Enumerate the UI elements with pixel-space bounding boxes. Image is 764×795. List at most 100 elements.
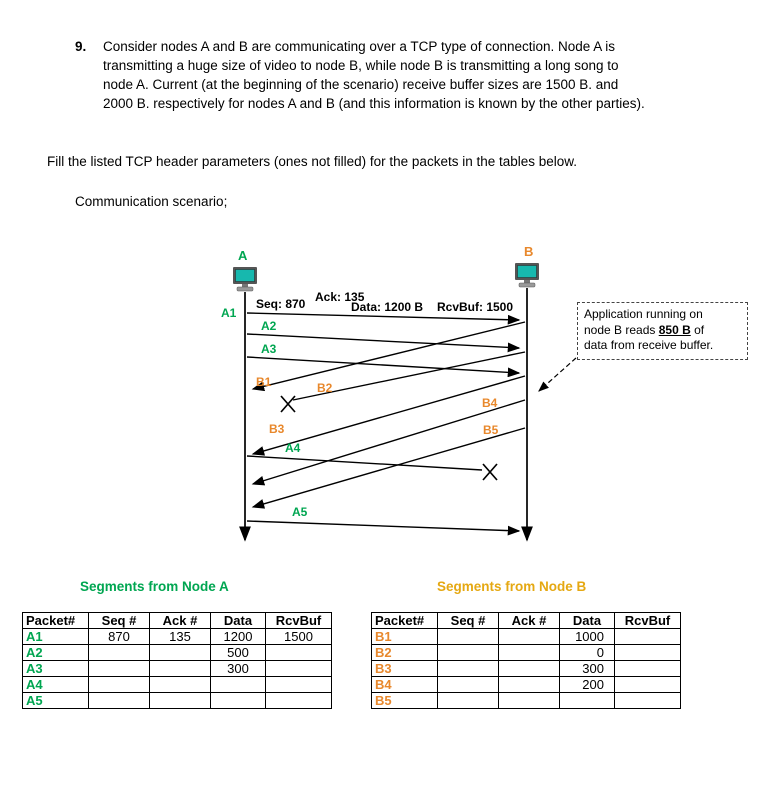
table-row: A5 <box>22 692 332 709</box>
question-number: 9. <box>75 39 87 54</box>
packet-label: B2 <box>371 644 438 661</box>
ack-cell <box>149 692 211 709</box>
header-ack: Ack # <box>498 612 560 629</box>
table-a-title: Segments from Node A <box>80 579 229 594</box>
a1-data-annotation: Data: 1200 B <box>351 300 423 314</box>
rcvbuf-cell <box>265 676 332 693</box>
packet-label: A4 <box>22 676 89 693</box>
question-text: Consider nodes A and B are communicating… <box>103 39 645 111</box>
packet-label: B1 <box>371 628 438 645</box>
data-cell: 1200 <box>210 628 266 645</box>
b4-arrow <box>251 399 526 486</box>
node-a-label: A <box>238 248 248 263</box>
data-cell: 300 <box>559 660 615 677</box>
b2-arrow-lost <box>292 351 526 401</box>
a5-arrow <box>246 520 521 536</box>
note-line2-post: of <box>690 322 705 337</box>
header-data: Data <box>559 612 615 629</box>
seq-cell <box>437 660 499 677</box>
rcvbuf-cell <box>265 660 332 677</box>
seq-cell <box>88 692 150 709</box>
data-cell: 0 <box>559 644 615 661</box>
a1-rcvbuf-annotation: RcvBuf: 1500 <box>437 300 513 314</box>
table-row: B2 0 <box>371 644 681 661</box>
seq-cell <box>437 644 499 661</box>
packet-label: A5 <box>22 692 89 709</box>
data-cell <box>210 676 266 693</box>
note-line1: Application running on <box>584 307 703 321</box>
rcvbuf-cell <box>614 692 681 709</box>
header-seq: Seq # <box>437 612 499 629</box>
data-cell <box>210 692 266 709</box>
header-packet: Packet# <box>371 612 438 629</box>
packet-label-a1: A1 <box>221 306 237 320</box>
packet-label: A1 <box>22 628 89 645</box>
b3-arrow <box>251 375 526 456</box>
a2-arrow <box>246 333 521 353</box>
ack-cell <box>498 692 560 709</box>
packet-label-b2: B2 <box>317 381 333 395</box>
table-b-title: Segments from Node B <box>437 579 587 594</box>
seq-cell <box>88 644 150 661</box>
table-row: B5 <box>371 692 681 709</box>
packet-loss-x-b2 <box>280 395 296 413</box>
packet-label-b1: B1 <box>256 375 272 389</box>
table-row: A2 500 <box>22 644 332 661</box>
packet-label-b3: B3 <box>269 422 285 436</box>
header-rcvbuf: RcvBuf <box>614 612 681 629</box>
rcvbuf-cell <box>614 676 681 693</box>
table-row: A1 870 135 1200 1500 <box>22 628 332 645</box>
ack-cell: 135 <box>149 628 211 645</box>
ack-cell <box>149 676 211 693</box>
seq-cell: 870 <box>88 628 150 645</box>
table-header-row: Packet# Seq # Ack # Data RcvBuf <box>371 612 681 629</box>
scenario-label: Communication scenario; <box>75 194 228 209</box>
ack-cell <box>498 628 560 645</box>
note-line2-emphasis: 850 B <box>658 322 691 337</box>
rcvbuf-cell <box>614 628 681 645</box>
seq-cell <box>437 676 499 693</box>
annotation-note: Application running on node B reads 850 … <box>577 302 748 360</box>
data-cell: 300 <box>210 660 266 677</box>
table-row: B4 200 <box>371 676 681 693</box>
b1-arrow <box>251 321 526 392</box>
rcvbuf-cell: 1500 <box>265 628 332 645</box>
packet-label: B4 <box>371 676 438 693</box>
a4-arrow-lost <box>246 455 483 471</box>
header-ack: Ack # <box>149 612 211 629</box>
packet-label: B3 <box>371 660 438 677</box>
ack-cell <box>149 644 211 661</box>
packet-label-a5: A5 <box>292 505 308 519</box>
table-header-row: Packet# Seq # Ack # Data RcvBuf <box>22 612 332 629</box>
segments-table-b: Packet# Seq # Ack # Data RcvBuf B1 1000 … <box>371 612 681 709</box>
packet-label-a3: A3 <box>261 342 277 356</box>
seq-cell <box>437 628 499 645</box>
header-seq: Seq # <box>88 612 150 629</box>
header-rcvbuf: RcvBuf <box>265 612 332 629</box>
data-cell: 1000 <box>559 628 615 645</box>
packet-label: A2 <box>22 644 89 661</box>
computer-icon <box>514 262 540 288</box>
packet-label-b5: B5 <box>483 423 499 437</box>
node-b-label: B <box>524 244 533 259</box>
packet-label-a4: A4 <box>285 441 301 455</box>
packet-label: A3 <box>22 660 89 677</box>
table-row: A4 <box>22 676 332 693</box>
seq-cell <box>437 692 499 709</box>
header-data: Data <box>210 612 266 629</box>
a1-seq-annotation: Seq: 870 <box>256 297 306 311</box>
table-row: A3 300 <box>22 660 332 677</box>
a1-ack-annotation: Ack: 135 <box>315 290 365 304</box>
note-line2-pre: node B reads <box>584 322 659 337</box>
ack-cell <box>498 676 560 693</box>
segments-table-a: Packet# Seq # Ack # Data RcvBuf A1 870 1… <box>22 612 332 709</box>
question-block: 9. Consider nodes A and B are communicat… <box>75 37 653 113</box>
data-cell: 500 <box>210 644 266 661</box>
ack-cell <box>498 644 560 661</box>
packet-loss-x-a4 <box>482 463 498 481</box>
packet-label-a2: A2 <box>261 319 277 333</box>
rcvbuf-cell <box>265 644 332 661</box>
table-row: B3 300 <box>371 660 681 677</box>
seq-cell <box>88 660 150 677</box>
